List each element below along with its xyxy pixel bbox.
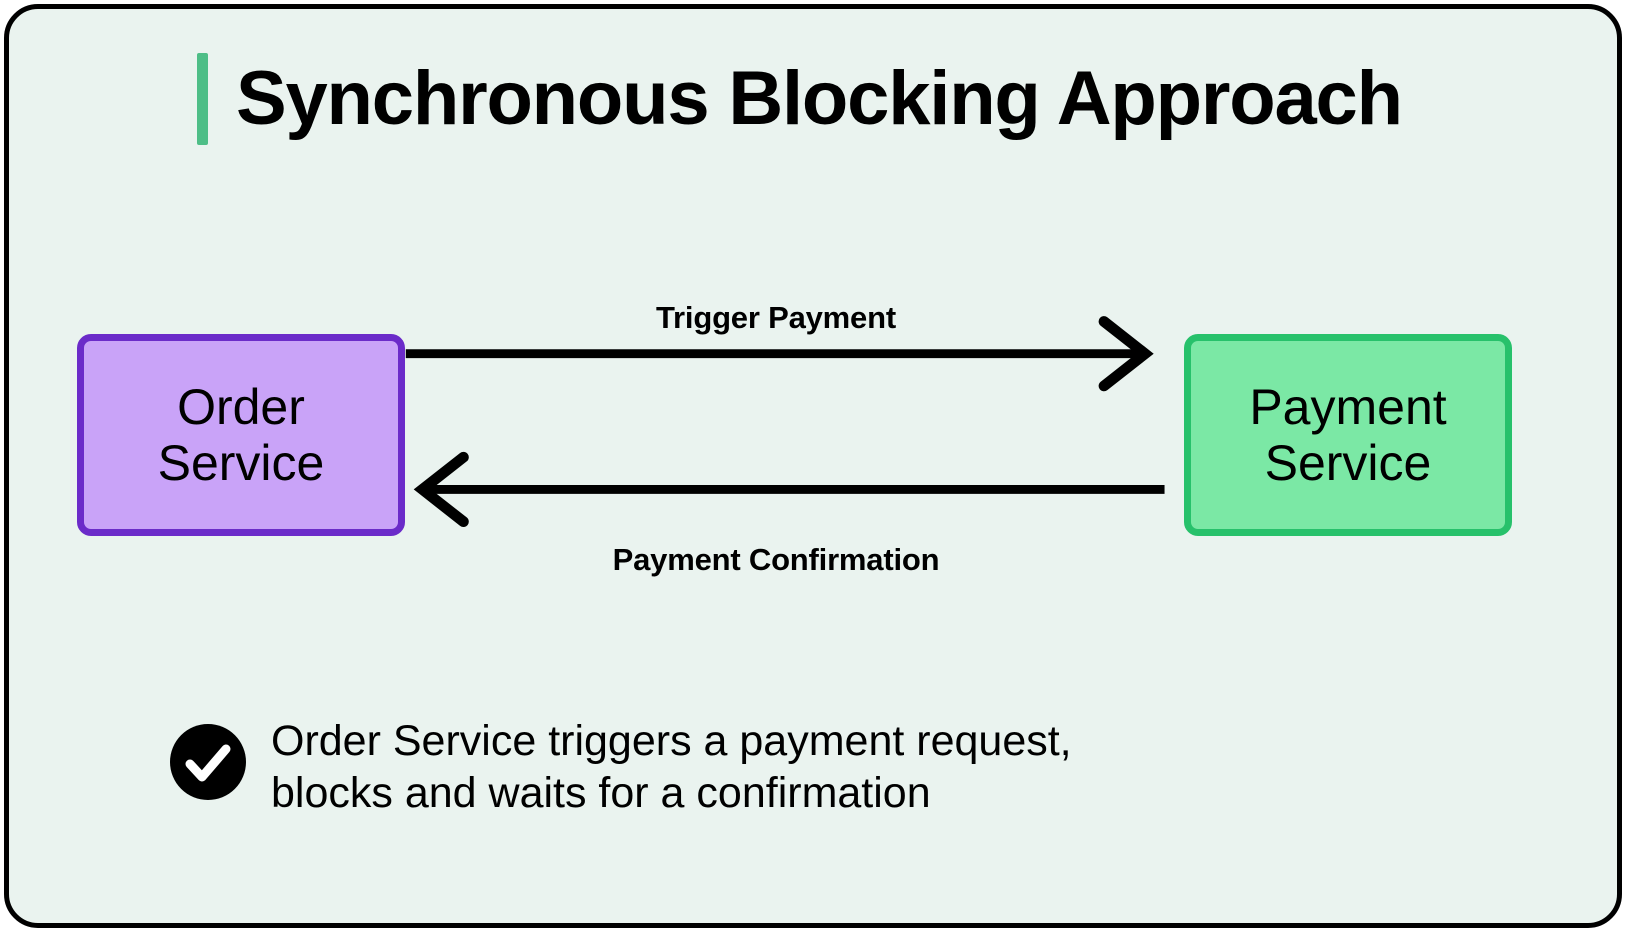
node-order-service[interactable]: Order Service (77, 334, 405, 536)
node-payment-service-label: Payment Service (1249, 379, 1447, 491)
title-text: Synchronous Blocking Approach (236, 56, 1403, 141)
node-order-service-label: Order Service (157, 379, 325, 491)
title-accent-bar (197, 53, 208, 145)
check-circle-icon (170, 724, 246, 800)
arrow-payment-confirmation (413, 451, 1165, 528)
footnote: Order Service triggers a payment request… (169, 715, 1072, 820)
page-title: Synchronous Blocking Approach (197, 49, 1403, 149)
footnote-line-2: blocks and waits for a confirmation (271, 769, 931, 818)
edge-label-trigger-payment: Trigger Payment (656, 300, 896, 335)
footnote-line-1: Order Service triggers a payment request… (271, 717, 1072, 765)
node-payment-service[interactable]: Payment Service (1184, 334, 1512, 536)
edge-label-payment-confirmation: Payment Confirmation (612, 542, 940, 577)
footnote-text: Order Service triggers a payment request… (271, 715, 1072, 820)
diagram-card: Synchronous Blocking Approach Order Serv… (4, 4, 1622, 928)
